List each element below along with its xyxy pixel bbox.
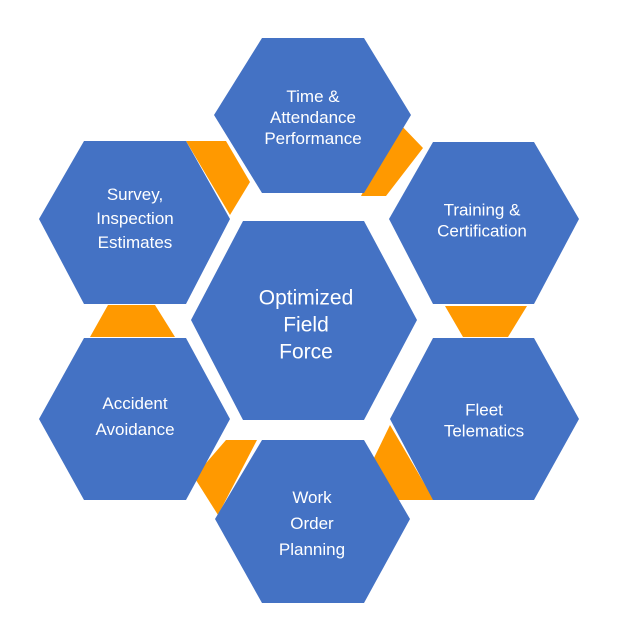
connector-survey-time [186, 141, 250, 215]
label-center-line: Force [279, 340, 333, 363]
label-survey-line: Inspection [96, 209, 174, 228]
hexagon-survey [39, 141, 230, 304]
label-training-line: Training & [444, 200, 522, 219]
hexagon-accident [39, 338, 230, 500]
connector-work-accident [194, 440, 257, 515]
label-fleet-line: Telematics [444, 421, 524, 440]
label-center-line: Optimized [259, 286, 354, 309]
label-survey-line: Estimates [98, 233, 173, 252]
label-work-order-line: Planning [279, 540, 345, 559]
label-time-attendance-line: Performance [264, 129, 361, 148]
connector-accident-survey [90, 305, 175, 337]
hexagon-fleet [390, 338, 579, 500]
hexagon-training [389, 142, 579, 304]
hexagon-work-order [215, 440, 410, 603]
label-fleet-line: Fleet [465, 400, 503, 419]
label-time-attendance-line: Attendance [270, 108, 356, 127]
label-accident-line: Avoidance [95, 420, 174, 439]
hexagon-time-attendance [214, 38, 411, 193]
label-training: Training & Certification [437, 200, 527, 240]
label-survey-line: Survey, [107, 185, 163, 204]
label-training-line: Certification [437, 221, 527, 240]
label-accident-line: Accident [102, 394, 167, 413]
label-work-order-line: Work [292, 488, 332, 507]
label-time-attendance-line: Time & [286, 87, 340, 106]
connector-training-fleet [445, 306, 527, 337]
connector-time-training [361, 122, 423, 196]
label-center-line: Field [283, 313, 329, 336]
label-work-order-line: Order [290, 514, 334, 533]
hexagon-center [191, 221, 417, 420]
